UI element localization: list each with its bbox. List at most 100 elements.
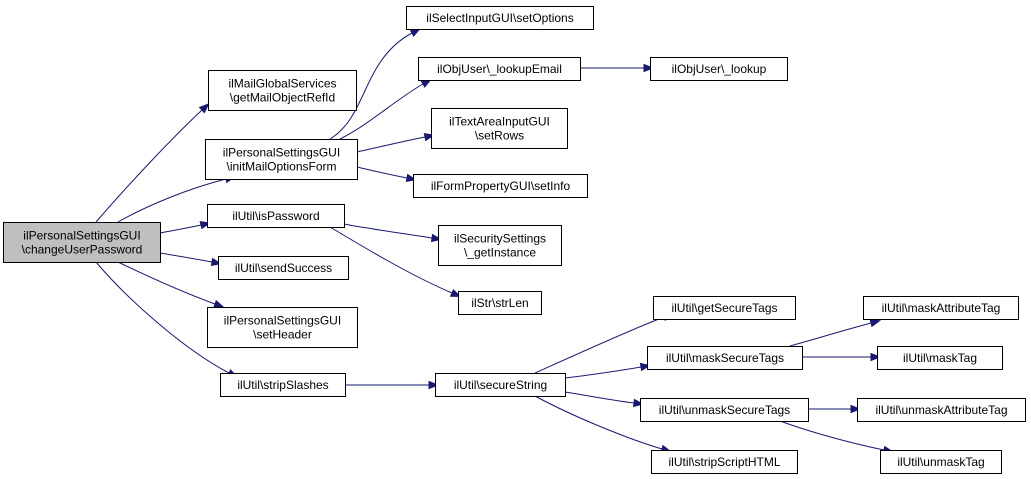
- edge-lookupEmail-to-lookup: [580, 63, 655, 73]
- node-box: [857, 398, 1026, 422]
- edge-isPassword-to-getInstance: [343, 223, 443, 243]
- node-label-line: ilPersonalSettingsGUI: [23, 229, 140, 243]
- node-getSecureTags[interactable]: ilUtil\getSecureTags: [653, 296, 796, 320]
- node-isPassword[interactable]: ilUtil\isPassword: [207, 204, 345, 228]
- nodes-layer: ilPersonalSettingsGUI\changeUserPassword…: [3, 6, 1026, 474]
- node-setRows[interactable]: ilTextAreaInputGUI\setRows: [431, 108, 568, 149]
- node-getMailObjectRefId[interactable]: ilMailGlobalServices\getMailObjectRefId: [208, 70, 357, 111]
- node-box: [880, 450, 1002, 474]
- node-secureString[interactable]: ilUtil\secureString: [435, 373, 566, 397]
- edge-line: [534, 395, 663, 450]
- node-label-line: ilUtil\maskTag: [903, 351, 977, 365]
- edge-line: [95, 261, 230, 374]
- edge-arrowhead: [428, 380, 440, 390]
- node-maskTag[interactable]: ilUtil\maskTag: [877, 346, 1003, 370]
- edge-unmaskSecureTags-to-unmaskAttributeTag: [808, 404, 862, 414]
- node-label-line: ilPersonalSettingsGUI: [223, 146, 340, 160]
- edge-initMailOptionsForm-to-setRows: [356, 132, 436, 153]
- edge-line: [779, 420, 885, 451]
- node-label-line: ilUtil\stripSlashes: [237, 378, 328, 392]
- node-box: [877, 346, 1003, 370]
- edge-stripSlashes-to-secureString: [345, 380, 440, 390]
- node-lookupEmail[interactable]: ilObjUser\_lookupEmail: [418, 57, 581, 81]
- edge-secureString-to-unmaskSecureTags: [564, 391, 645, 408]
- node-box: [647, 346, 803, 370]
- node-box: [435, 373, 566, 397]
- node-box: [413, 174, 588, 198]
- node-box: [205, 139, 358, 180]
- edge-initMailOptionsForm-to-setInfo: [356, 166, 418, 183]
- node-label-line: ilUtil\sendSuccess: [235, 261, 332, 275]
- node-box: [220, 373, 346, 397]
- edge-root-to-getMailObjectRefId: [95, 102, 210, 223]
- edge-line: [117, 178, 227, 223]
- edge-line: [329, 32, 413, 140]
- edge-arrowhead: [633, 398, 645, 408]
- node-label-line: ilUtil\maskSecureTags: [666, 351, 784, 365]
- edge-arrowhead: [643, 63, 655, 73]
- node-box: [208, 70, 357, 111]
- node-maskAttributeTag[interactable]: ilUtil\maskAttributeTag: [863, 296, 1019, 320]
- edge-initMailOptionsForm-to-setOptions: [329, 28, 422, 140]
- node-lookup[interactable]: ilObjUser\_lookup: [650, 57, 788, 81]
- edge-line: [95, 109, 203, 223]
- node-label-line: ilSecuritySettings: [454, 232, 546, 246]
- node-box: [438, 225, 562, 266]
- node-label-line: ilMailGlobalServices: [228, 77, 336, 91]
- node-label-line: \setRows: [475, 129, 524, 143]
- edge-line: [329, 226, 453, 294]
- node-sendSuccess[interactable]: ilUtil\sendSuccess: [218, 256, 349, 280]
- edge-line: [159, 252, 213, 263]
- node-label-line: ilFormPropertyGUI\setInfo: [431, 179, 571, 193]
- edge-root-to-sendSuccess: [159, 252, 223, 267]
- node-label-line: ilUtil\isPassword: [232, 209, 319, 223]
- node-maskSecureTags[interactable]: ilUtil\maskSecureTags: [647, 346, 803, 370]
- node-box: [650, 57, 788, 81]
- edge-arrowhead: [870, 352, 882, 362]
- edge-line: [789, 322, 872, 347]
- node-box: [651, 450, 798, 474]
- edge-arrowhead: [869, 319, 882, 328]
- node-label-line: ilUtil\unmaskAttributeTag: [875, 403, 1007, 417]
- node-box: [653, 296, 796, 320]
- node-box: [207, 204, 345, 228]
- node-unmaskSecureTags[interactable]: ilUtil\unmaskSecureTags: [640, 398, 809, 422]
- edge-arrowhead: [198, 102, 210, 114]
- edge-line: [356, 166, 408, 179]
- edge-line: [534, 316, 665, 374]
- edge-arrowhead: [449, 288, 462, 298]
- node-box: [218, 256, 349, 280]
- node-strLen[interactable]: ilStr\strLen: [458, 291, 542, 315]
- node-label-line: \getMailObjectRefId: [230, 91, 335, 105]
- node-stripScriptHTML[interactable]: ilUtil\stripScriptHTML: [651, 450, 798, 474]
- node-stripSlashes[interactable]: ilUtil\stripSlashes: [220, 373, 346, 397]
- edge-secureString-to-maskSecureTags: [564, 362, 652, 379]
- edge-arrowhead: [213, 299, 225, 308]
- node-box: [207, 307, 358, 348]
- node-unmaskAttributeTag[interactable]: ilUtil\unmaskAttributeTag: [857, 398, 1026, 422]
- edge-maskSecureTags-to-maskAttributeTag: [789, 319, 882, 347]
- node-setInfo[interactable]: ilFormPropertyGUI\setInfo: [413, 174, 588, 198]
- node-label-line: ilUtil\getSecureTags: [671, 301, 777, 315]
- edge-line: [356, 136, 426, 153]
- node-box: [418, 57, 581, 81]
- node-setOptions[interactable]: ilSelectInputGUI\setOptions: [406, 6, 594, 30]
- node-label-line: ilSelectInputGUI\setOptions: [426, 11, 573, 25]
- edge-isPassword-to-strLen: [329, 226, 462, 298]
- node-initMailOptionsForm[interactable]: ilPersonalSettingsGUI\initMailOptionsFor…: [205, 139, 358, 180]
- node-setHeader[interactable]: ilPersonalSettingsGUI\setHeader: [207, 307, 358, 348]
- node-label-line: \initMailOptionsForm: [226, 160, 336, 174]
- node-unmaskTag[interactable]: ilUtil\unmaskTag: [880, 450, 1002, 474]
- node-getInstance[interactable]: ilSecuritySettings\_getInstance: [438, 225, 562, 266]
- node-label-line: ilUtil\unmaskSecureTags: [659, 403, 790, 417]
- node-label-line: ilUtil\unmaskTag: [897, 455, 984, 469]
- edge-line: [339, 83, 424, 140]
- node-root[interactable]: ilPersonalSettingsGUI\changeUserPassword: [3, 222, 161, 263]
- node-label-line: ilPersonalSettingsGUI: [224, 314, 341, 328]
- node-box: [406, 6, 594, 30]
- node-box: [431, 108, 568, 149]
- edge-maskSecureTags-to-maskTag: [802, 352, 882, 362]
- edge-line: [159, 224, 202, 234]
- edge-arrowhead: [850, 404, 862, 414]
